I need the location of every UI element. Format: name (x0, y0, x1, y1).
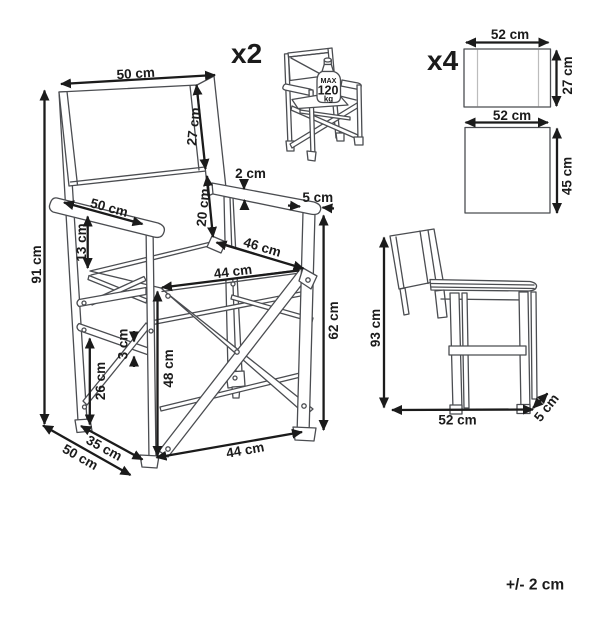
svg-text:52 cm: 52 cm (491, 27, 529, 42)
svg-text:62 cm: 62 cm (326, 301, 341, 339)
svg-text:27 cm: 27 cm (184, 107, 203, 147)
svg-text:MAX: MAX (321, 76, 337, 85)
svg-text:20 cm: 20 cm (194, 188, 213, 228)
svg-text:52 cm: 52 cm (493, 108, 531, 123)
svg-text:+/- 2 cm: +/- 2 cm (506, 577, 564, 594)
svg-text:26 cm: 26 cm (93, 362, 108, 400)
svg-text:52 cm: 52 cm (438, 413, 476, 428)
svg-text:27 cm: 27 cm (560, 56, 575, 94)
svg-text:50 cm: 50 cm (116, 65, 155, 82)
svg-text:93 cm: 93 cm (368, 309, 383, 347)
svg-text:45 cm: 45 cm (560, 157, 575, 195)
svg-text:2 cm: 2 cm (235, 166, 266, 181)
svg-text:x2: x2 (231, 38, 262, 69)
svg-text:120: 120 (318, 84, 339, 98)
svg-text:kg: kg (324, 95, 333, 104)
svg-text:5 cm: 5 cm (302, 190, 333, 205)
svg-text:x4: x4 (427, 45, 459, 76)
svg-text:13 cm: 13 cm (74, 223, 89, 261)
svg-text:44 cm: 44 cm (213, 262, 253, 282)
svg-text:91 cm: 91 cm (29, 245, 44, 283)
svg-text:48 cm: 48 cm (161, 349, 176, 387)
svg-text:3 cm: 3 cm (116, 329, 131, 360)
svg-text:44 cm: 44 cm (225, 439, 265, 460)
